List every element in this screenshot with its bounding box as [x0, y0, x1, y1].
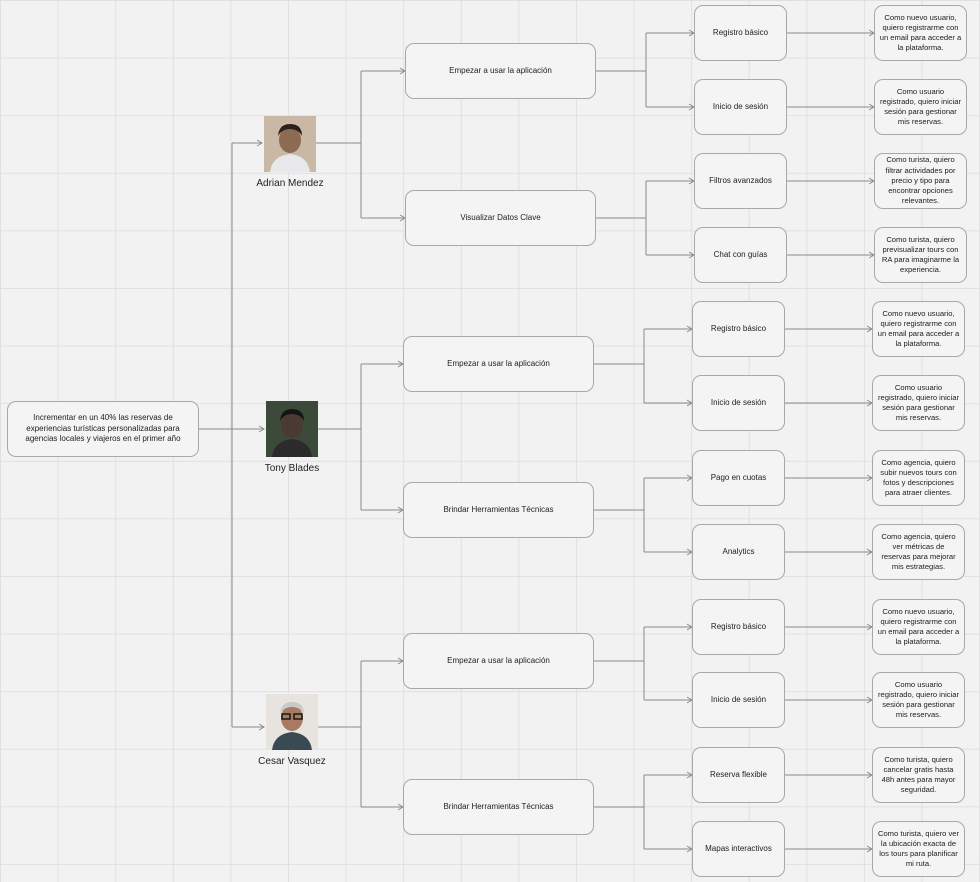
feature-node[interactable]: Registro básico — [692, 599, 785, 655]
feature-node[interactable]: Registro básico — [692, 301, 785, 357]
feature-node-label: Registro básico — [710, 323, 767, 333]
feature-node[interactable]: Registro básico — [694, 5, 787, 61]
user-story-note-label: Como nuevo usuario, quiero registrarme c… — [877, 308, 960, 349]
user-story-note[interactable]: Como nuevo usuario, quiero registrarme c… — [872, 599, 965, 655]
user-story-note-label: Como turista, quiero ver la ubicación ex… — [877, 828, 960, 869]
feature-node-label: Mapas interactivos — [705, 843, 772, 853]
user-story-note-label: Como turista, quiero cancelar gratis has… — [881, 754, 956, 795]
user-story-note[interactable]: Como turista, quiero cancelar gratis has… — [872, 747, 965, 803]
persona-2[interactable]: Tony Blades — [247, 401, 337, 474]
user-story-note[interactable]: Como agencia, quiero ver métricas de res… — [872, 524, 965, 580]
feature-node[interactable]: Mapas interactivos — [692, 821, 785, 877]
user-story-note-label: Como agencia, quiero ver métricas de res… — [881, 531, 956, 572]
feature-node-label: Filtros avanzados — [709, 175, 772, 185]
persona-name: Cesar Vasquez — [258, 756, 326, 767]
feature-node-label: Registro básico — [710, 621, 767, 631]
epic-node-label: Empezar a usar la aplicación — [449, 65, 552, 75]
feature-node[interactable]: Pago en cuotas — [692, 450, 785, 506]
goal-node[interactable]: Incrementar en un 40% las reservas de ex… — [7, 401, 199, 457]
epic-node[interactable]: Empezar a usar la aplicación — [403, 336, 594, 392]
arrow-head — [256, 139, 263, 147]
persona-name: Tony Blades — [264, 463, 320, 474]
feature-node[interactable]: Inicio de sesión — [694, 79, 787, 135]
epic-node[interactable]: Empezar a usar la aplicación — [405, 43, 596, 99]
feature-node[interactable]: Inicio de sesión — [692, 375, 785, 431]
user-story-note-label: Como turista, quiero previsualizar tours… — [881, 234, 960, 275]
feature-node-label: Registro básico — [712, 27, 769, 37]
epic-node-label: Visualizar Datos Clave — [460, 212, 541, 222]
epic-node[interactable]: Empezar a usar la aplicación — [403, 633, 594, 689]
feature-node-label: Chat con guías — [713, 249, 768, 259]
persona-name: Adrian Mendez — [256, 178, 324, 189]
arrow-head — [258, 723, 265, 731]
user-story-note-label: Como agencia, quiero subir nuevos tours … — [880, 457, 957, 498]
user-story-note-label: Como nuevo usuario, quiero registrarme c… — [877, 606, 960, 647]
person-photo-icon — [245, 116, 335, 172]
user-story-note-label: Como usuario registrado, quiero iniciar … — [877, 679, 960, 720]
epic-node-label: Brindar Herramientas Técnicas — [443, 801, 554, 811]
user-story-note[interactable]: Como agencia, quiero subir nuevos tours … — [872, 450, 965, 506]
epic-node[interactable]: Visualizar Datos Clave — [405, 190, 596, 246]
feature-node-label: Pago en cuotas — [710, 472, 767, 482]
feature-node[interactable]: Reserva flexible — [692, 747, 785, 803]
feature-node[interactable]: Filtros avanzados — [694, 153, 787, 209]
user-story-note[interactable]: Como turista, quiero ver la ubicación ex… — [872, 821, 965, 877]
feature-node[interactable]: Analytics — [692, 524, 785, 580]
feature-node-label: Reserva flexible — [710, 769, 767, 779]
user-story-note[interactable]: Como turista, quiero filtrar actividades… — [874, 153, 967, 209]
epic-node[interactable]: Brindar Herramientas Técnicas — [403, 779, 594, 835]
arrow-head — [258, 425, 265, 433]
user-story-note[interactable]: Como usuario registrado, quiero iniciar … — [872, 672, 965, 728]
user-story-note[interactable]: Como usuario registrado, quiero iniciar … — [872, 375, 965, 431]
user-story-note[interactable]: Como nuevo usuario, quiero registrarme c… — [872, 301, 965, 357]
user-story-note[interactable]: Como turista, quiero previsualizar tours… — [874, 227, 967, 283]
user-story-note-label: Como nuevo usuario, quiero registrarme c… — [879, 12, 962, 53]
epic-node-label: Brindar Herramientas Técnicas — [443, 504, 554, 514]
goal-text: Incrementar en un 40% las reservas de ex… — [25, 412, 181, 444]
epic-node-label: Empezar a usar la aplicación — [447, 358, 550, 368]
persona-1[interactable]: Adrian Mendez — [245, 116, 335, 189]
person-photo-icon — [247, 694, 337, 750]
persona-3[interactable]: Cesar Vasquez — [247, 694, 337, 767]
epic-node-label: Empezar a usar la aplicación — [447, 655, 550, 665]
feature-node-label: Inicio de sesión — [712, 101, 769, 111]
feature-node-label: Inicio de sesión — [710, 397, 767, 407]
user-story-note[interactable]: Como usuario registrado, quiero iniciar … — [874, 79, 967, 135]
feature-node[interactable]: Inicio de sesión — [692, 672, 785, 728]
user-story-note-label: Como usuario registrado, quiero iniciar … — [879, 86, 962, 127]
user-story-note-label: Como turista, quiero filtrar actividades… — [885, 155, 956, 206]
feature-node-label: Analytics — [722, 546, 755, 556]
user-story-note-label: Como usuario registrado, quiero iniciar … — [877, 382, 960, 423]
user-story-note[interactable]: Como nuevo usuario, quiero registrarme c… — [874, 5, 967, 61]
person-photo-icon — [247, 401, 337, 457]
feature-node-label: Inicio de sesión — [710, 694, 767, 704]
epic-node[interactable]: Brindar Herramientas Técnicas — [403, 482, 594, 538]
feature-node[interactable]: Chat con guías — [694, 227, 787, 283]
